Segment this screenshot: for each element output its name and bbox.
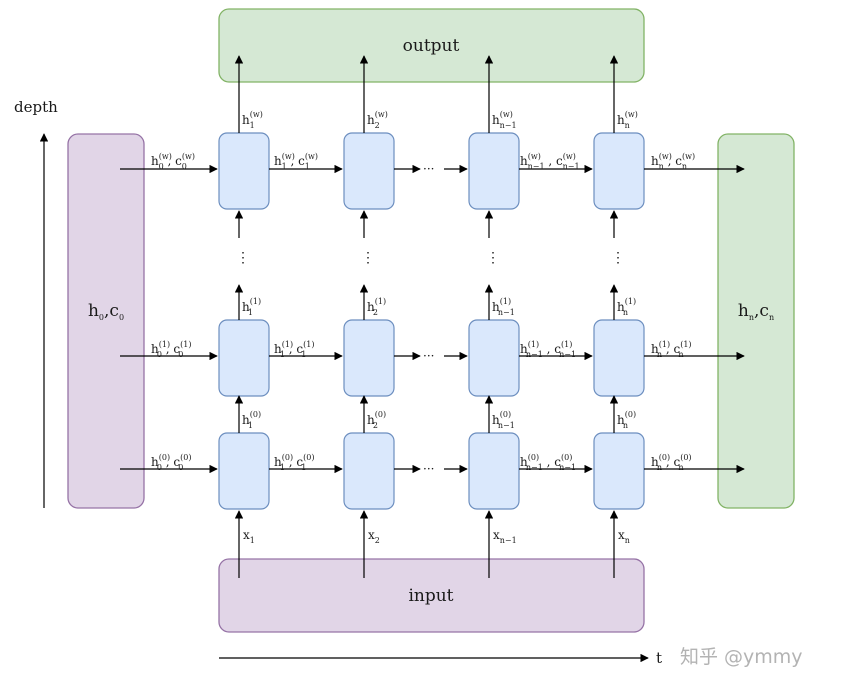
lstm-cell-L1-t3 [593, 319, 645, 397]
vellipsis-t0: ⋮ [236, 250, 250, 266]
vellipsis-t2: ⋮ [486, 250, 500, 266]
hidden-up-label-L0-t2: h(w)n−1 [492, 110, 517, 130]
hidden-up-label-L1-t3: h(1)n [617, 297, 636, 317]
lstm-cell-L0-t3 [593, 132, 645, 210]
hidden-up-label-L1-t0: h(1)1 [242, 297, 261, 317]
lstm-cell-L0-t0 [218, 132, 270, 210]
lstm-cell-L2-t2 [468, 432, 520, 510]
input-label: input [408, 586, 453, 606]
hidden-up-label-L2-t1: h(0)2 [367, 410, 386, 430]
final-state-box [717, 133, 795, 509]
watermark: 知乎 @ymmy [680, 646, 803, 668]
hellipsis-L1: ··· [423, 349, 434, 363]
hidden-up-label-L0-t1: h(w)2 [367, 110, 388, 130]
lstm-cell-L2-t0 [218, 432, 270, 510]
state-label-L1-3: h(1)n−1 , c(1)n−1 [520, 340, 576, 359]
lstm-cell-L1-t1 [343, 319, 395, 397]
lstm-cell-L1-t2 [468, 319, 520, 397]
state-label-L0-1: h(w)1 , c(w)1 [274, 152, 318, 171]
hidden-up-label-L1-t2: h(1)n−1 [492, 297, 515, 317]
lstm-cell-L1-t0 [218, 319, 270, 397]
lstm-cell-L2-t1 [343, 432, 395, 510]
depth-axis-label: depth [14, 98, 58, 116]
input-box [218, 558, 645, 633]
final-state-label: hn,cn [738, 301, 774, 322]
state-label-L1-1: h(1)1 , c(1)1 [274, 340, 315, 359]
output-label: output [403, 36, 460, 56]
lstm-cell-L0-t2 [468, 132, 520, 210]
final-state-label-L1: h(1)n , c(1)n [651, 340, 692, 359]
initial-state-label: h0,c0 [88, 301, 124, 322]
vellipsis-t1: ⋮ [361, 250, 375, 266]
init-state-label-L0: h(w)0 , c(w)0 [151, 152, 195, 171]
hidden-up-label-L0-t3: h(w)n [617, 110, 638, 130]
lstm-cell-L0-t1 [343, 132, 395, 210]
hellipsis-L2: ··· [423, 462, 434, 476]
init-state-label-L2: h(0)0 , c(0)0 [151, 453, 192, 472]
hidden-up-label-L2-t0: h(0)1 [242, 410, 261, 430]
time-axis-label: t [656, 649, 662, 667]
input-label-t3: xn [618, 528, 630, 545]
final-state-label-L0: h(w)n , c(w)n [651, 152, 695, 171]
hidden-up-label-L0-t0: h(w)1 [242, 110, 263, 130]
input-label-t1: x2 [368, 528, 380, 545]
lstm-cell-L2-t3 [593, 432, 645, 510]
input-label-t0: x1 [243, 528, 255, 545]
output-box [218, 8, 645, 83]
hidden-up-label-L1-t1: h(1)2 [367, 297, 386, 317]
init-state-label-L1: h(1)0 , c(1)0 [151, 340, 192, 359]
initial-state-box [67, 133, 145, 509]
hidden-up-label-L2-t3: h(0)n [617, 410, 636, 430]
state-label-L2-3: h(0)n−1 , c(0)n−1 [520, 453, 576, 472]
state-label-L2-1: h(0)1 , c(0)1 [274, 453, 315, 472]
state-label-L0-3: h(w)n−1 , c(w)n−1 [520, 152, 580, 171]
hidden-up-label-L2-t2: h(0)n−1 [492, 410, 515, 430]
hellipsis-L0: ··· [423, 162, 434, 176]
final-state-label-L2: h(0)n , c(0)n [651, 453, 692, 472]
input-label-t2: xn−1 [493, 528, 517, 545]
vellipsis-t3: ⋮ [611, 250, 625, 266]
